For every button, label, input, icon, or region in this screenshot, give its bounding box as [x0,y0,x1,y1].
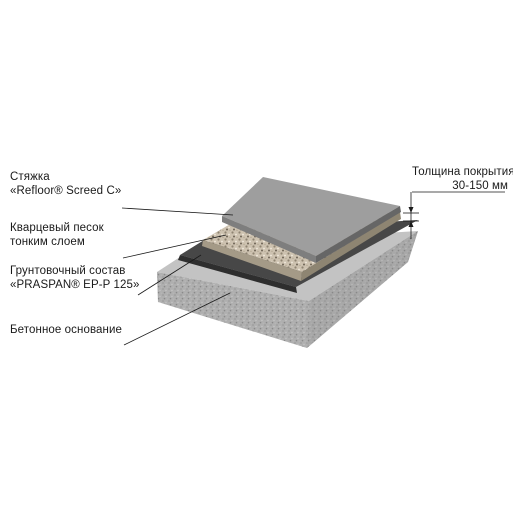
label-primer-line-1: Грунтовочный состав [10,265,126,277]
thickness-title: Толщина покрытия [412,166,513,178]
thickness-value: 30-150 мм [452,180,508,192]
leader-primer [137,254,202,296]
label-concrete-line-1: Бетонное основание [10,324,123,336]
label-quartz-sand: Кварцевый песок тонким слоем [10,221,104,249]
leader-concrete [123,292,231,346]
leader-lines [121,207,234,346]
label-primer: Грунтовочный состав «PRASPAN® EP-P 125» [10,264,139,292]
leader-sand [122,234,227,259]
screed-right-edge [316,206,401,263]
concrete-left-face [157,272,309,348]
thickness-arrow-top [408,207,414,213]
label-primer-line-2: «PRASPAN® EP-P 125» [10,279,140,291]
label-screed-line-2: «Refloor® Screed C» [10,185,122,197]
sand-front-edge [202,240,302,281]
label-coating-thickness: Толщина покрытия 30-150 мм [412,165,513,193]
label-sand-line-1: Кварцевый песок [10,222,104,234]
screed-top-face [222,177,400,256]
label-screed: Стяжка «Refloor® Screed C» [10,170,121,198]
leader-screed [121,207,234,216]
primer-front-edge [178,255,297,293]
label-screed-line-1: Стяжка [10,171,50,183]
screed-layer [222,177,401,263]
thickness-callout [403,191,505,239]
sand-right-edge [301,212,401,281]
label-concrete-base: Бетонное основание [10,323,122,337]
label-sand-line-2: тонким слоем [10,236,85,248]
thickness-arrow-bottom [408,221,414,227]
screed-front-edge [222,216,316,263]
